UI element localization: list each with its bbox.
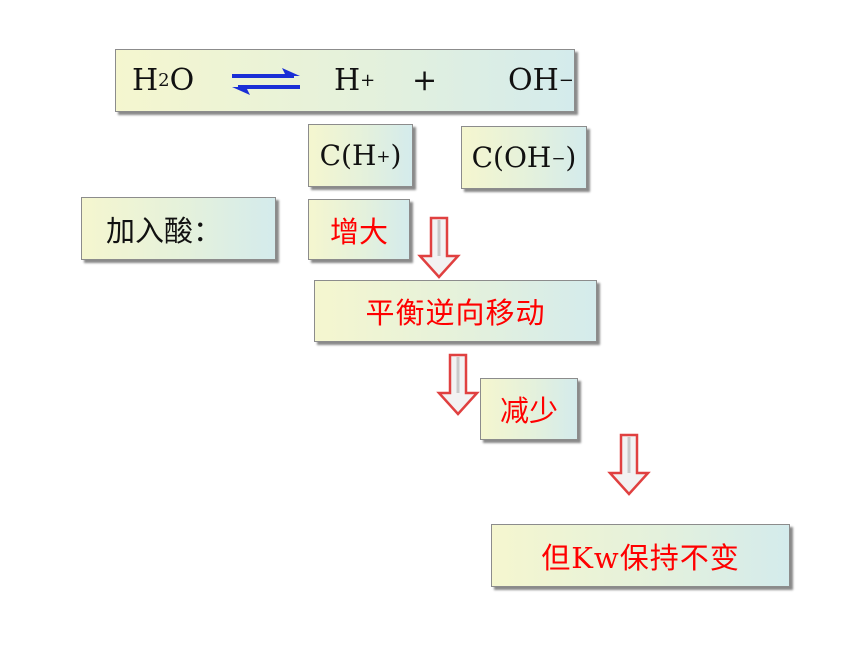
conc-h-box: C(H+) (308, 124, 413, 187)
h-increase-box: 增大 (308, 199, 410, 260)
kw-label: 但Kw保持不变 (541, 540, 740, 575)
h-change-label: 增大 (329, 214, 388, 249)
product1-base: H (334, 63, 361, 98)
conc-oh-prefix: C(OH (471, 141, 552, 174)
plus-sign: + (412, 50, 437, 111)
conc-oh-charge: − (551, 147, 566, 168)
oh-change-label: 减少 (499, 394, 558, 428)
conc-oh-suffix: ) (565, 141, 577, 174)
reactant-tail: O (169, 63, 195, 98)
conc-h-suffix: ) (390, 139, 402, 172)
conc-oh-label: C(OH−) (462, 127, 586, 188)
down-arrow-icon (417, 216, 461, 279)
conc-h-charge: + (376, 145, 391, 166)
product-hydroxide-ion: OH− (508, 50, 574, 111)
add-acid-box: 加入酸： (81, 197, 276, 260)
reactant-subscript: 2 (158, 70, 170, 91)
oh-decrease-box: 减少 (480, 378, 578, 440)
kw-constant-box: 但Kw保持不变 (491, 524, 790, 587)
product1-charge: + (360, 70, 376, 91)
product2-charge: − (558, 70, 574, 91)
conc-h-label: C(H+) (309, 125, 412, 186)
conc-oh-box: C(OH−) (461, 126, 587, 189)
add-acid-label: 加入酸： (106, 213, 223, 248)
shift-label: 平衡逆向移动 (365, 296, 546, 330)
product-hydrogen-ion: H+ (334, 50, 375, 111)
product2-base: OH (508, 63, 559, 98)
reactant-base: H (132, 63, 159, 98)
down-arrow-icon (436, 353, 480, 416)
equilibrium-shift-box: 平衡逆向移动 (314, 280, 597, 342)
equilibrium-arrow-icon (232, 68, 300, 95)
plus-text: + (412, 63, 438, 98)
down-arrow-icon (607, 433, 651, 496)
conc-h-prefix: C(H (319, 139, 377, 172)
